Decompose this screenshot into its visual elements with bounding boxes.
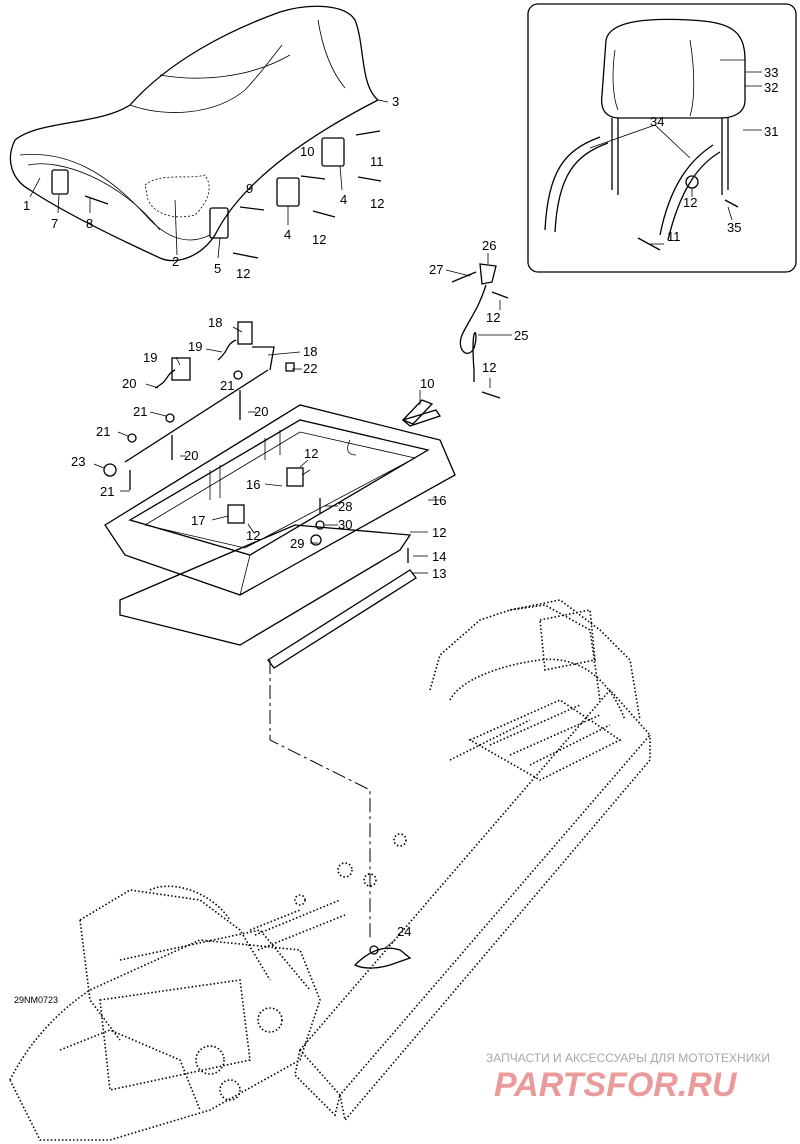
callout-18: 18: [208, 315, 222, 330]
callout-6: 7: [51, 216, 58, 231]
callout-12: 12: [246, 528, 260, 543]
callout-12: 12: [304, 446, 318, 461]
callout-13: 13: [432, 566, 446, 581]
callout-10: 12: [683, 195, 697, 210]
watermark-brand: PARTSFOR.RU: [494, 1066, 738, 1104]
callout-7: 8: [86, 216, 93, 231]
watermark: ЗАПЧАСТИ И АКСЕССУАРЫ ДЛЯ МОТОТЕХНИКИ PA…: [486, 1051, 770, 1104]
callout-34: 34: [650, 114, 664, 129]
seat-assembly: [9, 5, 389, 262]
callout-30: 30: [338, 517, 352, 532]
callout-14: 14: [432, 549, 446, 564]
callout-4: 4: [284, 227, 291, 242]
callout-22: 22: [303, 361, 317, 376]
callout-28: 28: [338, 499, 352, 514]
callout-15: 16: [432, 493, 446, 508]
callout-21: 21: [220, 378, 234, 393]
callout-8: 10: [420, 376, 434, 391]
callout-12: 12: [370, 196, 384, 211]
callout-12: 12: [236, 266, 250, 281]
callout-7: 11: [370, 154, 384, 169]
callout-5: 5: [214, 261, 221, 276]
callout-20: 20: [184, 448, 198, 463]
callout-19: 20: [122, 376, 136, 391]
callout-3: 3: [392, 94, 399, 109]
callout-16: 17: [191, 513, 205, 528]
diagram-code: 29NM0723: [14, 995, 58, 1005]
callout-31: 31: [764, 124, 778, 139]
chassis-frame: [9, 599, 652, 1141]
callout-26: 26: [482, 238, 496, 253]
callout-20: 21: [100, 484, 114, 499]
callout-labels: 3 1 7 8 2 5 12 9 4 12 10 4 11 12 33 32 3…: [23, 65, 778, 939]
callout-32: 32: [764, 80, 778, 95]
callout-9: 11: [667, 229, 681, 244]
callout-19: 19: [188, 339, 202, 354]
callout-4: 4: [340, 192, 347, 207]
tether-assembly: [445, 253, 512, 399]
callout-35: 35: [727, 220, 741, 235]
callout-1: 1: [23, 198, 30, 213]
callout-18: 19: [143, 350, 157, 365]
callout-12: 12: [482, 360, 496, 375]
callout-12: 12: [312, 232, 326, 247]
callout-11: 12: [432, 525, 446, 540]
callout-23: 23: [71, 454, 85, 469]
callout-21: 21: [96, 424, 110, 439]
callout-16: 16: [246, 477, 260, 492]
callout-12: 12: [486, 310, 500, 325]
callout-7: 10: [300, 144, 314, 159]
callout-29: 29: [290, 536, 304, 551]
callout-7: 9: [246, 181, 253, 196]
callout-21: 21: [133, 404, 147, 419]
callout-17: 18: [303, 344, 317, 359]
storage-box-assembly: [93, 321, 456, 669]
callout-2: 2: [172, 254, 179, 269]
callout-27: 27: [429, 262, 443, 277]
callout-24: 24: [397, 924, 411, 939]
callout-20: 20: [254, 404, 268, 419]
callout-25: 25: [514, 328, 528, 343]
watermark-tagline: ЗАПЧАСТИ И АКСЕССУАРЫ ДЛЯ МОТОТЕХНИКИ: [486, 1051, 770, 1065]
callout-33: 33: [764, 65, 778, 80]
backrest-inset: [527, 3, 797, 273]
